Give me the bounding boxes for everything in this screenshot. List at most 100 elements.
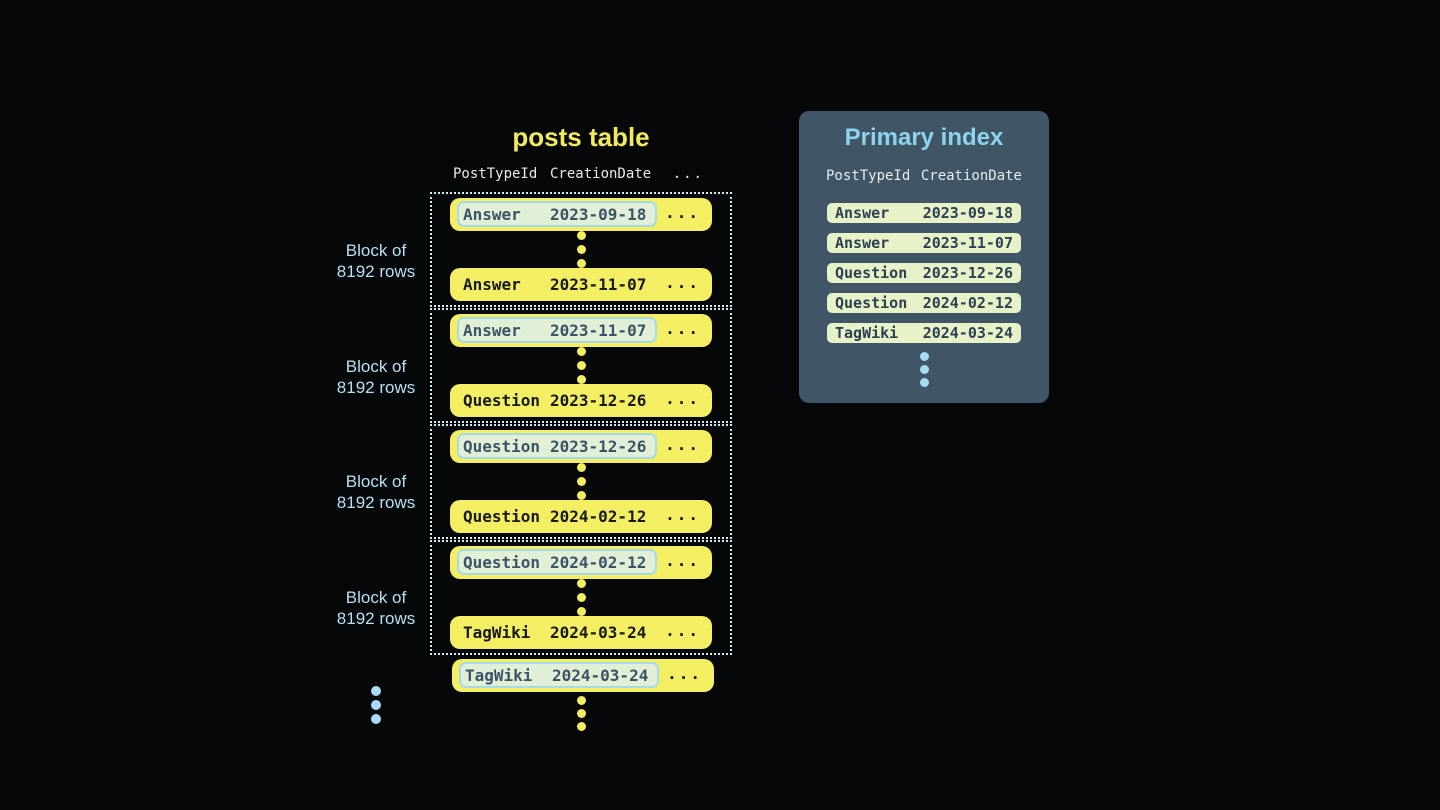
dot [919, 352, 929, 361]
row-highlight-box [459, 662, 659, 688]
block-1: Answer 2023-09-18 ... Answer 2023-11-07 … [430, 192, 732, 307]
row-highlight-box [457, 549, 657, 575]
cell-creationdate: 2023-11-07 [550, 275, 647, 294]
block-3: Question 2023-12-26 ... Question 2024-02… [430, 424, 732, 539]
table-row-block2-last: Question 2023-12-26 ... [450, 384, 712, 417]
block-2: Answer 2023-11-07 ... Question 2023-12-2… [430, 308, 732, 423]
cell-posttypeid: TagWiki [463, 623, 531, 642]
cell-ellipsis: ... [665, 319, 700, 338]
cell-creationdate: 2024-03-24 [550, 623, 647, 642]
cell-posttypeid: Question [463, 437, 541, 456]
table-row-block1-last: Answer 2023-11-07 ... [450, 268, 712, 301]
primary-index-panel: Primary index PostTypeId CreationDate An… [799, 111, 1049, 403]
table-row-block2-first: Answer 2023-11-07 ... [450, 314, 712, 347]
row-gap-dots [450, 231, 712, 268]
cell-ellipsis: ... [665, 435, 700, 454]
cell-posttypeid: TagWiki [835, 324, 899, 342]
index-row: Question 2023-12-26 [827, 263, 1021, 283]
block-label-line2: 8192 rows [336, 378, 416, 397]
dot [919, 365, 929, 374]
dot [919, 378, 929, 387]
cell-creationdate: 2023-12-26 [550, 391, 647, 410]
dot [576, 245, 586, 254]
block-label-line2: 8192 rows [336, 262, 416, 281]
header-creationdate: CreationDate [550, 166, 652, 182]
dot [576, 463, 586, 472]
cell-creationdate: 2023-11-07 [922, 234, 1013, 252]
block-label-line1: Block of [345, 472, 407, 491]
header-creationdate: CreationDate [920, 168, 1022, 184]
primary-index-rows: Answer 2023-09-18 Answer 2023-11-07 Ques… [827, 203, 1021, 343]
dot [576, 593, 586, 602]
cell-posttypeid: TagWiki [465, 666, 533, 685]
dot [576, 361, 586, 370]
index-more-rows-dots [799, 352, 1049, 387]
dot [576, 259, 586, 268]
cell-posttypeid: Question [835, 294, 908, 312]
header-ellipsis: ... [672, 166, 704, 182]
cell-posttypeid: Answer [463, 275, 521, 294]
dot [576, 491, 586, 500]
dot [371, 714, 381, 724]
cell-ellipsis: ... [665, 551, 700, 570]
dot [576, 696, 586, 705]
dot [576, 477, 586, 486]
dot [576, 709, 586, 718]
posts-table-blocks: Answer 2023-09-18 ... Answer 2023-11-07 … [430, 192, 732, 656]
cell-creationdate: 2023-09-18 [550, 205, 647, 224]
cell-ellipsis: ... [665, 203, 700, 222]
dot [576, 375, 586, 384]
row-highlight-box [457, 433, 657, 459]
cell-posttypeid: Answer [835, 234, 890, 252]
primary-index-title: Primary index [844, 124, 1004, 151]
block-label-line1: Block of [345, 357, 407, 376]
block-4: Question 2024-02-12 ... TagWiki 2024-03-… [430, 540, 732, 655]
more-rows-dots [450, 696, 712, 731]
cell-posttypeid: Question [463, 553, 541, 572]
row-highlight-box [457, 201, 657, 227]
cell-creationdate: 2024-02-12 [550, 507, 647, 526]
primary-index-header: PostTypeId CreationDate [826, 168, 1022, 184]
posts-table-header: PostTypeId CreationDate ... [450, 166, 712, 184]
row-highlight-box [457, 317, 657, 343]
table-row-block3-last: Question 2024-02-12 ... [450, 500, 712, 533]
cell-ellipsis: ... [665, 505, 700, 524]
dot [371, 686, 381, 696]
block-label-line2: 8192 rows [336, 493, 416, 512]
cell-ellipsis: ... [665, 273, 700, 292]
index-row: Answer 2023-11-07 [827, 233, 1021, 253]
index-row: Question 2024-02-12 [827, 293, 1021, 313]
row-gap-dots [450, 579, 712, 616]
overflow-row-wrap: TagWiki 2024-03-24 ... [452, 659, 714, 692]
cell-posttypeid: Question [463, 507, 541, 526]
block-label-4: Block of 8192 rows [286, 587, 466, 629]
header-posttypeid: PostTypeId [826, 168, 911, 184]
cell-creationdate: 2024-02-12 [922, 294, 1013, 312]
cell-posttypeid: Answer [463, 321, 521, 340]
dot [576, 579, 586, 588]
cell-creationdate: 2024-03-24 [922, 324, 1013, 342]
table-row-overflow: TagWiki 2024-03-24 ... [452, 659, 714, 692]
cell-creationdate: 2023-12-26 [922, 264, 1013, 282]
header-posttypeid: PostTypeId [453, 166, 538, 182]
row-gap-dots [450, 347, 712, 384]
table-row-block4-last: TagWiki 2024-03-24 ... [450, 616, 712, 649]
cell-posttypeid: Answer [463, 205, 521, 224]
cell-ellipsis: ... [665, 621, 700, 640]
cell-creationdate: 2023-12-26 [550, 437, 647, 456]
dot [576, 607, 586, 616]
row-gap-dots [450, 463, 712, 500]
dot [371, 700, 381, 710]
cell-ellipsis: ... [667, 664, 702, 683]
dot [576, 231, 586, 240]
posts-table-title: posts table [512, 122, 650, 152]
dot [576, 722, 586, 731]
table-row-block3-first: Question 2023-12-26 ... [450, 430, 712, 463]
block-label-line2: 8192 rows [336, 609, 416, 628]
table-row-block1-first: Answer 2023-09-18 ... [450, 198, 712, 231]
cell-posttypeid: Question [835, 264, 908, 282]
cell-creationdate: 2024-02-12 [550, 553, 647, 572]
block-label-3: Block of 8192 rows [286, 471, 466, 513]
cell-posttypeid: Question [463, 391, 541, 410]
